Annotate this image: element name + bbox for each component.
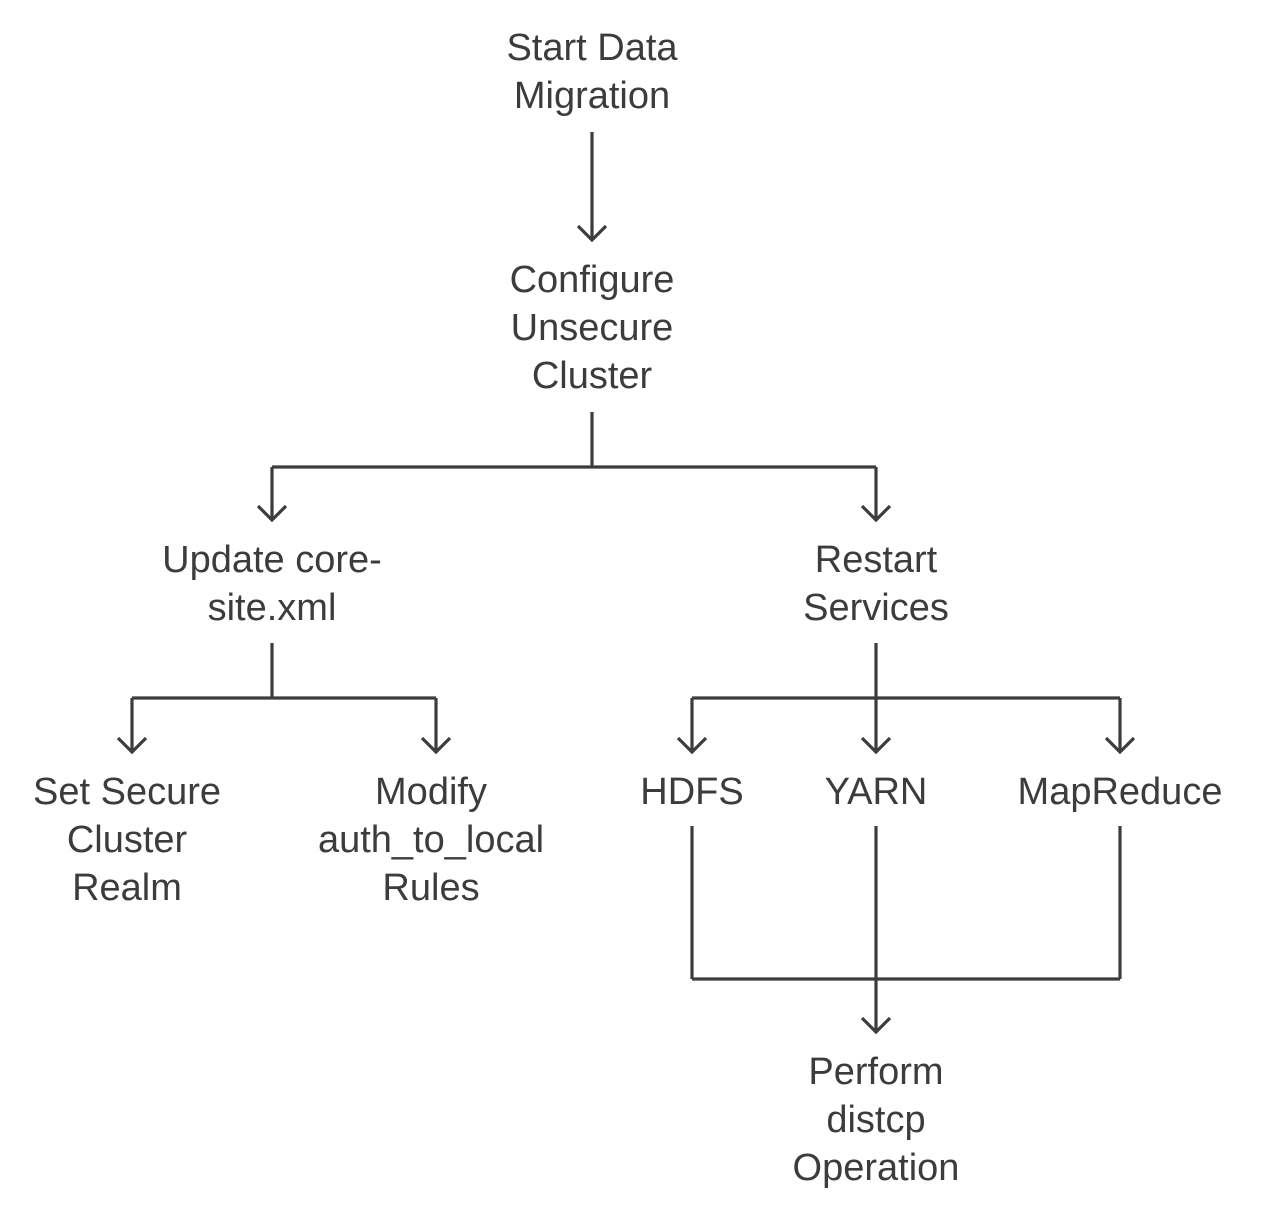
node-restart-services: Restart Services (726, 536, 1026, 632)
node-text-line: Cluster (531, 355, 653, 397)
node-text-line: YARN (824, 771, 928, 813)
arrowhead-yarn (860, 736, 892, 755)
arrowhead-set-realm (116, 736, 148, 755)
node-text-line: Configure (509, 259, 675, 301)
arrowhead-update-core-site (256, 504, 288, 523)
node-text-line: auth_to_local (317, 819, 545, 861)
node-mapreduce: MapReduce (1000, 768, 1240, 816)
node-text-line: Perform (808, 1051, 944, 1093)
node-hdfs: HDFS (612, 768, 772, 816)
node-text-line: Unsecure (510, 307, 674, 349)
node-text-line: Migration (513, 75, 671, 117)
node-configure-unsecure-cluster: Configure Unsecure Cluster (442, 256, 742, 400)
node-text-line: Start Data (506, 27, 678, 69)
node-yarn: YARN (796, 768, 956, 816)
node-modify-auth-to-local-rules: Modify auth_to_local Rules (296, 768, 566, 912)
arrowhead-restart-services (860, 504, 892, 523)
node-perform-distcp-operation: Perform distcp Operation (746, 1048, 1006, 1192)
node-text-line: HDFS (640, 771, 744, 813)
arrowhead-hdfs (676, 736, 708, 755)
node-text-line: site.xml (207, 587, 337, 629)
node-text-line: Restart (814, 539, 938, 581)
node-text-line: Set Secure (33, 771, 221, 813)
arrowhead-distcp (860, 1016, 892, 1035)
arrowhead-configure (576, 224, 608, 243)
node-update-core-site: Update core- site.xml (122, 536, 422, 632)
node-text-line: Realm (72, 867, 182, 909)
node-start-data-migration: Start Data Migration (442, 24, 742, 120)
node-set-secure-cluster-realm: Set Secure Cluster Realm (12, 768, 242, 912)
node-text-line: MapReduce (1017, 771, 1223, 813)
node-text-line: distcp (826, 1099, 926, 1141)
node-text-line: Update core- (162, 539, 382, 581)
node-text-line: Cluster (66, 819, 188, 861)
node-text-line: Modify (375, 771, 487, 813)
node-text-line: Rules (382, 867, 480, 909)
arrowhead-mapreduce (1104, 736, 1136, 755)
node-text-line: Operation (792, 1147, 960, 1189)
arrowhead-modify-rules (420, 736, 452, 755)
node-text-line: Services (803, 587, 949, 629)
